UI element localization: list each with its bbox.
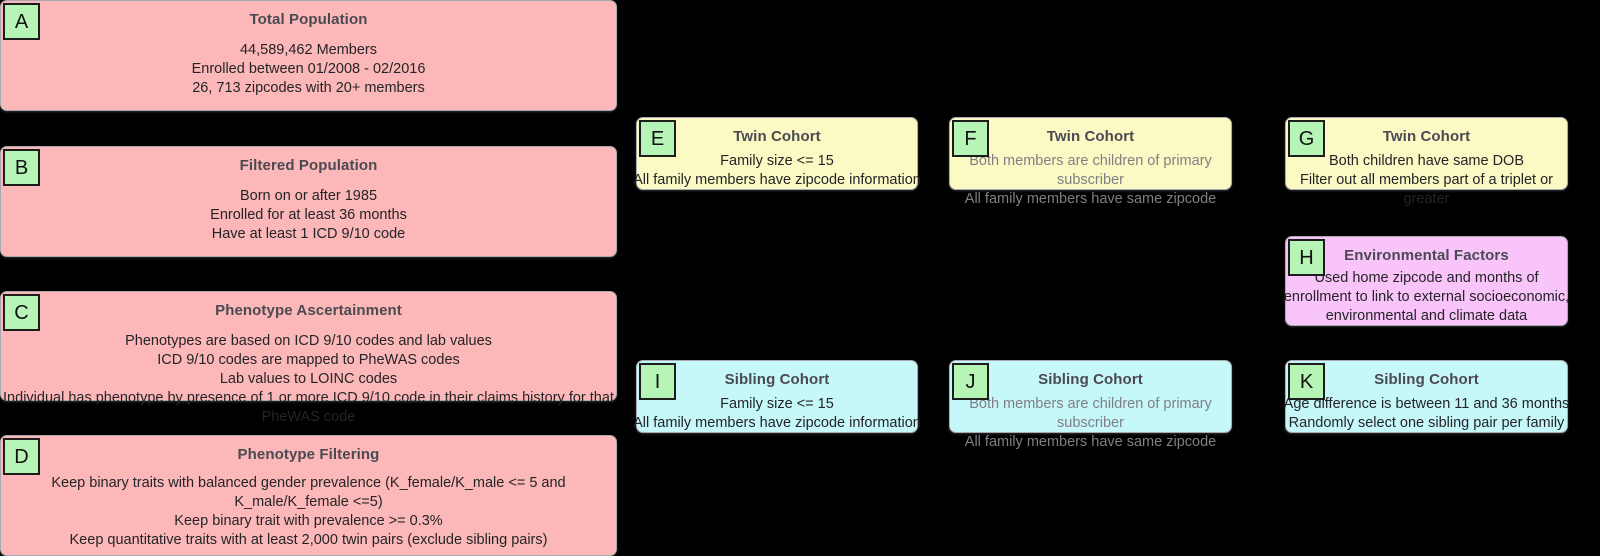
panel-badge-g: G	[1288, 120, 1325, 157]
panel-b-body: Born on or after 1985 Enrolled for at le…	[210, 188, 407, 242]
panel-badge-c: C	[3, 294, 40, 331]
panel-k-body: Age difference is between 11 and 36 mont…	[1283, 396, 1570, 431]
panel-badge-a: A	[3, 3, 40, 40]
panel-j-title: Sibling Cohort	[1038, 371, 1143, 388]
panel-badge-e: E	[639, 120, 676, 157]
panel-badge-h: H	[1288, 239, 1325, 276]
panel-badge-f: F	[952, 120, 989, 157]
panel-d-title: Phenotype Filtering	[237, 446, 380, 463]
panel-j-sibling-cohort: J Sibling Cohort Both members are childr…	[949, 360, 1232, 450]
panel-g-body: Both children have same DOB Filter out a…	[1299, 153, 1554, 207]
panel-badge-j: J	[952, 363, 989, 400]
panel-badge-b: B	[3, 149, 40, 186]
panel-c-body: Phenotypes are based on ICD 9/10 codes a…	[3, 333, 614, 425]
panel-badge-d: D	[3, 438, 40, 475]
panel-h-environmental-factors: H Environmental Factors Used home zipcod…	[1284, 236, 1569, 326]
panel-i-body: Family size <= 15 All family members hav…	[633, 396, 921, 431]
panel-f-twin-cohort: F Twin Cohort Both members are children …	[949, 117, 1232, 207]
panel-e-title: Twin Cohort	[733, 128, 821, 145]
panel-e-twin-cohort: E Twin Cohort Family size <= 15 All fami…	[633, 117, 921, 190]
panel-k-sibling-cohort: K Sibling Cohort Age difference is betwe…	[1284, 360, 1569, 433]
panel-h-body: Used home zipcode and months of enrollme…	[1283, 270, 1570, 324]
panel-h-title: Environmental Factors	[1344, 247, 1509, 264]
panel-f-title: Twin Cohort	[1046, 128, 1135, 145]
panel-g-title: Twin Cohort	[1382, 128, 1471, 145]
panel-a-body: 44,589,462 Members Enrolled between 01/2…	[191, 42, 426, 96]
panel-d-phenotype-filtering: D Phenotype Filtering Keep binary traits…	[0, 435, 617, 556]
panel-c-phenotype-ascertainment: C Phenotype Ascertainment Phenotypes are…	[0, 291, 617, 425]
panel-badge-k: K	[1288, 363, 1325, 400]
panel-c-title: Phenotype Ascertainment	[215, 302, 402, 319]
panel-b-title: Filtered Population	[239, 157, 378, 174]
panel-badge-i: I	[639, 363, 676, 400]
panel-k-title: Sibling Cohort	[1374, 371, 1479, 388]
panel-b-filtered-population: B Filtered Population Born on or after 1…	[0, 146, 617, 257]
panel-j-body: Both members are children of primary sub…	[964, 396, 1217, 450]
panel-f-body: Both members are children of primary sub…	[964, 153, 1217, 207]
panel-g-twin-cohort: G Twin Cohort Both children have same DO…	[1285, 117, 1568, 207]
panel-i-sibling-cohort: I Sibling Cohort Family size <= 15 All f…	[633, 360, 921, 433]
panel-a-title: Total Population	[249, 11, 368, 28]
panel-i-title: Sibling Cohort	[724, 371, 830, 388]
panel-e-body: Family size <= 15 All family members hav…	[633, 153, 921, 188]
panel-a-total-population: A Total Population 44,589,462 Members En…	[0, 0, 617, 111]
panel-d-body: Keep binary traits with balanced gender …	[51, 475, 566, 548]
